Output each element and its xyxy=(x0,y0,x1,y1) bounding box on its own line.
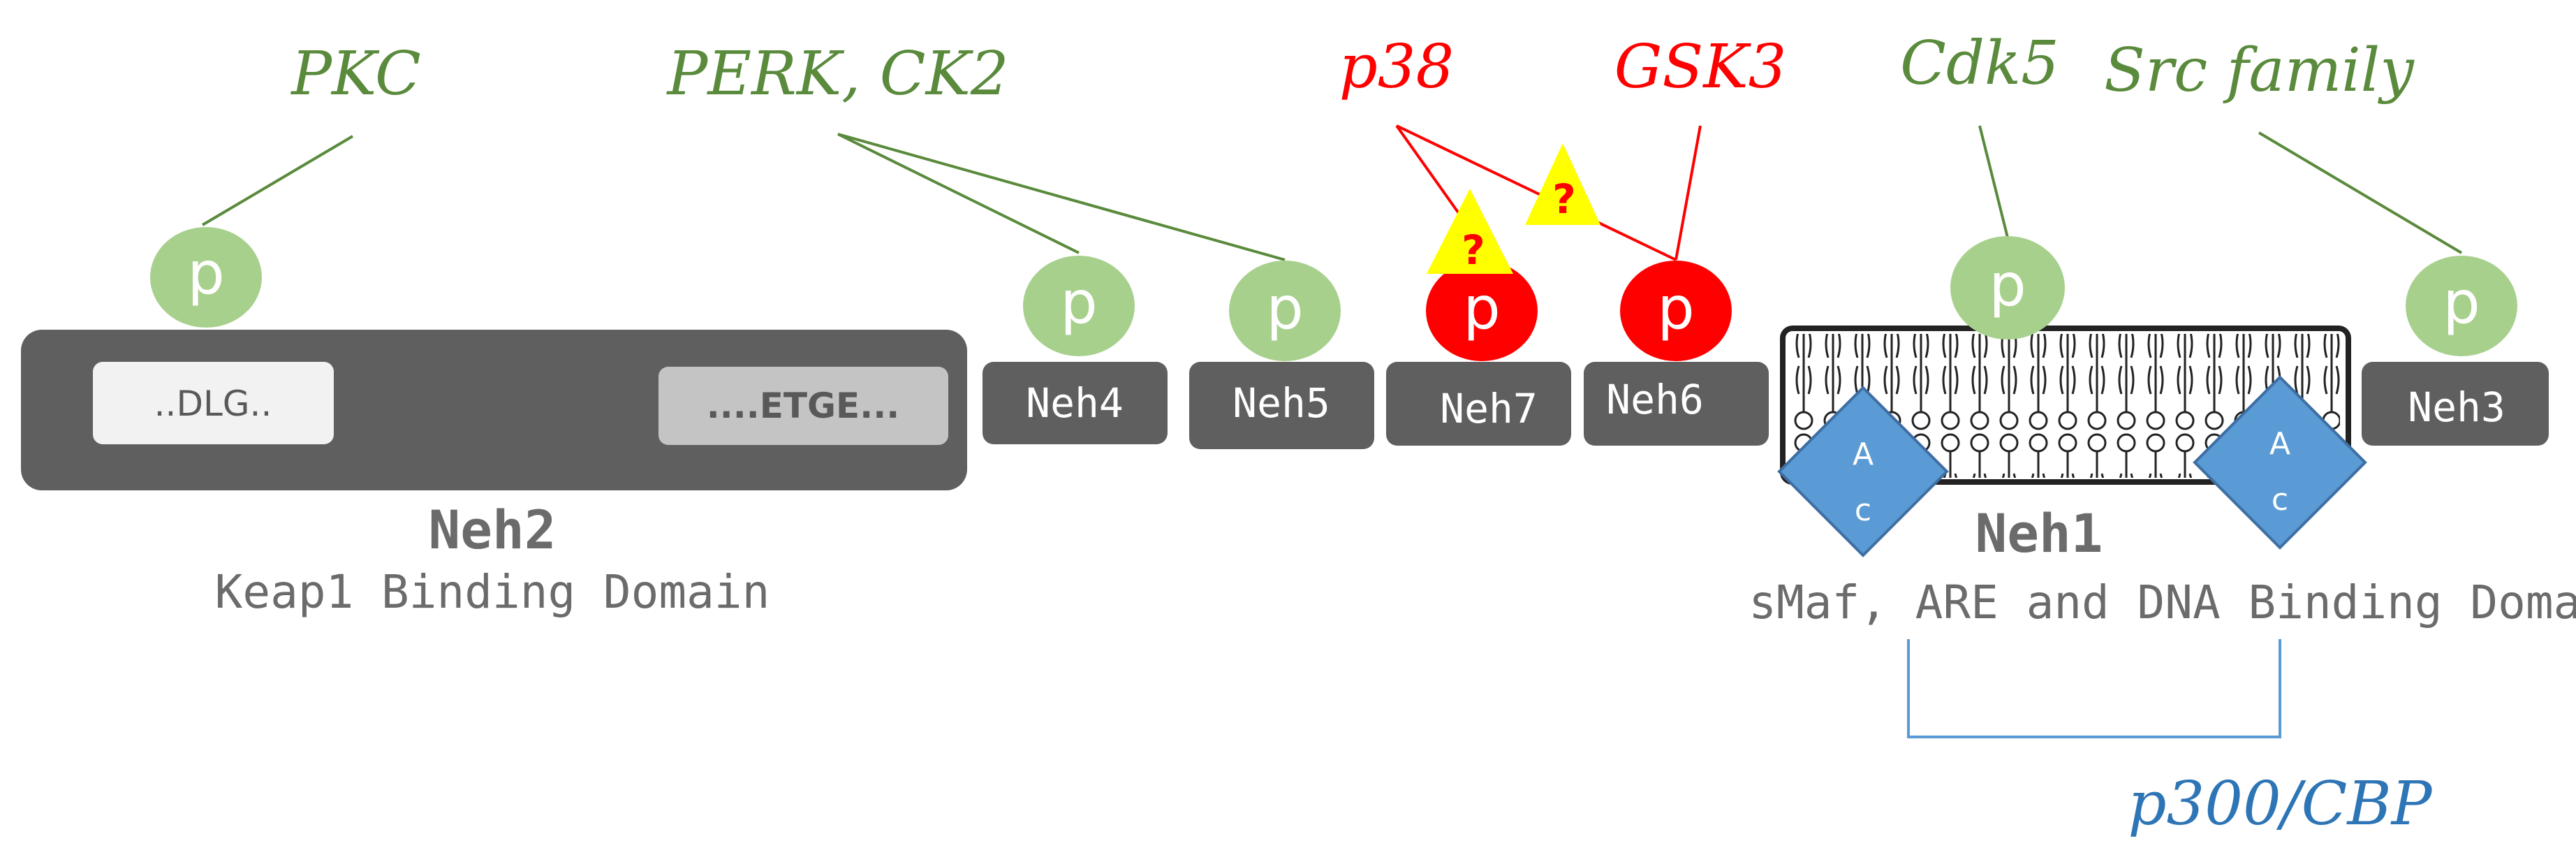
phospho-label: p xyxy=(2443,268,2480,337)
dlg-motif-label: ..DLG.. xyxy=(154,383,272,424)
dlg-motif-box xyxy=(93,362,334,444)
question-mark: ? xyxy=(1552,175,1576,223)
neh1-name: Neh1 xyxy=(1975,502,2103,564)
etge-motif-box xyxy=(658,367,948,445)
cdk5-connector xyxy=(1978,125,2009,238)
phospho-site-neh6: p xyxy=(1620,261,1732,361)
neh2-name: Neh2 xyxy=(428,499,556,561)
phospho-site-neh1: p xyxy=(1950,236,2065,339)
warning-icon-p38-neh7: ? xyxy=(1427,189,1513,274)
src-connector xyxy=(2258,131,2463,254)
neh2-domain: ..DLG.. ....ETGE... xyxy=(21,330,967,490)
neh3-label: Neh3 xyxy=(2408,383,2505,431)
kinase-perk-ck2: PERK, CK2 xyxy=(665,39,1008,109)
acetylation-site-right: A c xyxy=(2193,375,2367,550)
gsk3-neh6-connector xyxy=(1675,125,1702,261)
phospho-label: p xyxy=(187,239,224,307)
neh3-domain: Neh3 xyxy=(2362,362,2549,446)
neh4-label: Neh4 xyxy=(1026,379,1124,427)
kinase-gsk3: GSK3 xyxy=(1614,32,1787,102)
neh6-domain: Neh6 xyxy=(1584,362,1769,446)
pkc-connector xyxy=(201,135,354,226)
kinase-pkc: PKC xyxy=(290,39,421,109)
neh5-label: Neh5 xyxy=(1232,379,1330,427)
kinase-src-family: Src family xyxy=(2104,36,2415,105)
acetyl-a-left: A xyxy=(1853,437,1874,472)
neh7-label: Neh7 xyxy=(1440,385,1538,432)
phospho-label: p xyxy=(1266,274,1303,342)
phospho-label: p xyxy=(1463,274,1500,342)
perk-neh4-connector xyxy=(837,133,1080,254)
phospho-site-neh4: p xyxy=(1023,256,1135,356)
acetylation-site-left: A c xyxy=(1777,386,1949,557)
acetyl-c-right: c xyxy=(2272,482,2288,518)
acetyl-a-right: A xyxy=(2269,426,2290,462)
phospho-label: p xyxy=(1060,268,1097,337)
phospho-site-neh2: p xyxy=(150,227,262,328)
neh1-description: sMaf, ARE and DNA Binding Domain xyxy=(1749,576,2576,629)
phospho-site-neh5: p xyxy=(1229,261,1341,361)
acetyl-c-left: c xyxy=(1855,492,1871,528)
warning-icon-p38-neh6: ? xyxy=(1525,143,1600,225)
neh5-domain: Neh5 xyxy=(1189,362,1374,449)
phospho-site-neh3: p xyxy=(2406,256,2517,356)
phospho-label: p xyxy=(1657,274,1694,342)
neh7-domain: Neh7 xyxy=(1386,362,1571,446)
kinase-p300-cbp: p300/CBP xyxy=(2128,769,2433,839)
neh2-description: Keap1 Binding Domain xyxy=(215,565,770,619)
perk-neh5-connector xyxy=(837,133,1286,261)
etge-motif-label: ....ETGE... xyxy=(707,386,899,426)
kinase-p38: p38 xyxy=(1339,32,1454,102)
phospho-site-neh7: p xyxy=(1426,261,1538,361)
connector-lines xyxy=(201,124,2463,738)
neh6-label: Neh6 xyxy=(1606,376,1704,423)
p300-connector xyxy=(1907,639,2281,738)
kinase-cdk5: Cdk5 xyxy=(1900,29,2059,98)
p38-neh6-connector xyxy=(1396,124,1677,261)
question-mark: ? xyxy=(1462,226,1485,274)
neh4-domain: Neh4 xyxy=(982,362,1168,444)
phospho-label: p xyxy=(1989,251,2026,319)
